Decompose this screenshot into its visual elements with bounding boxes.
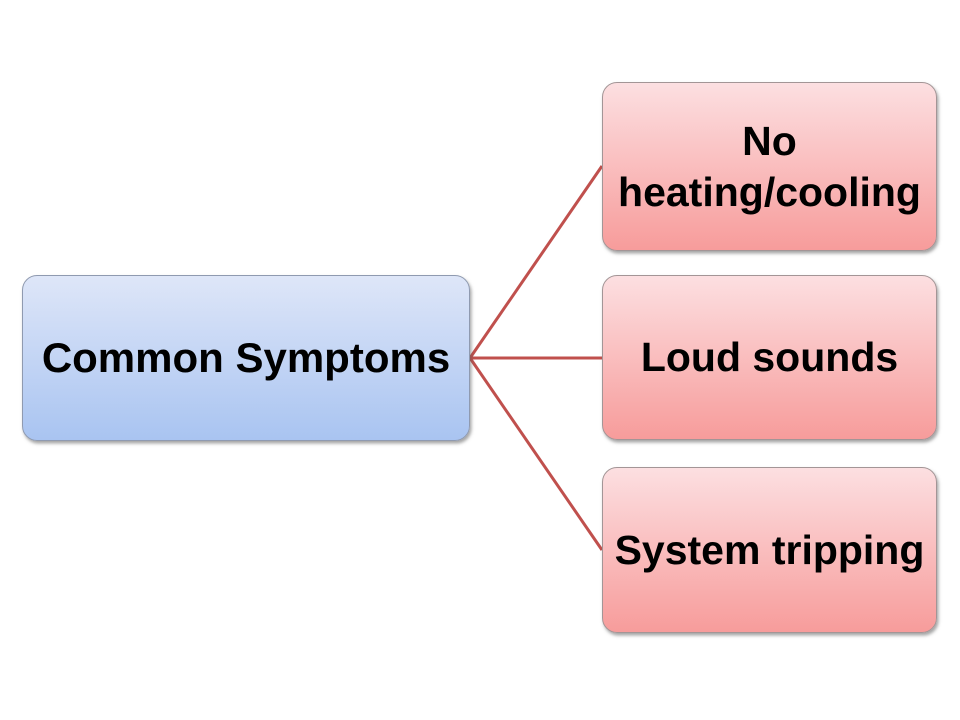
child-node-system-tripping: System tripping [602, 467, 937, 633]
connector-line-bottom [468, 357, 604, 551]
child-node-no-heating-cooling: No heating/cooling [602, 82, 937, 251]
child-node-label: Loud sounds [640, 334, 899, 381]
connector-line-top [468, 165, 604, 359]
child-node-label: No heating/cooling [618, 118, 921, 215]
root-node-common-symptoms: Common Symptoms [22, 275, 470, 441]
child-node-loud-sounds: Loud sounds [602, 275, 937, 440]
root-node-label: Common Symptoms [41, 334, 451, 382]
child-node-label: System tripping [614, 526, 925, 573]
